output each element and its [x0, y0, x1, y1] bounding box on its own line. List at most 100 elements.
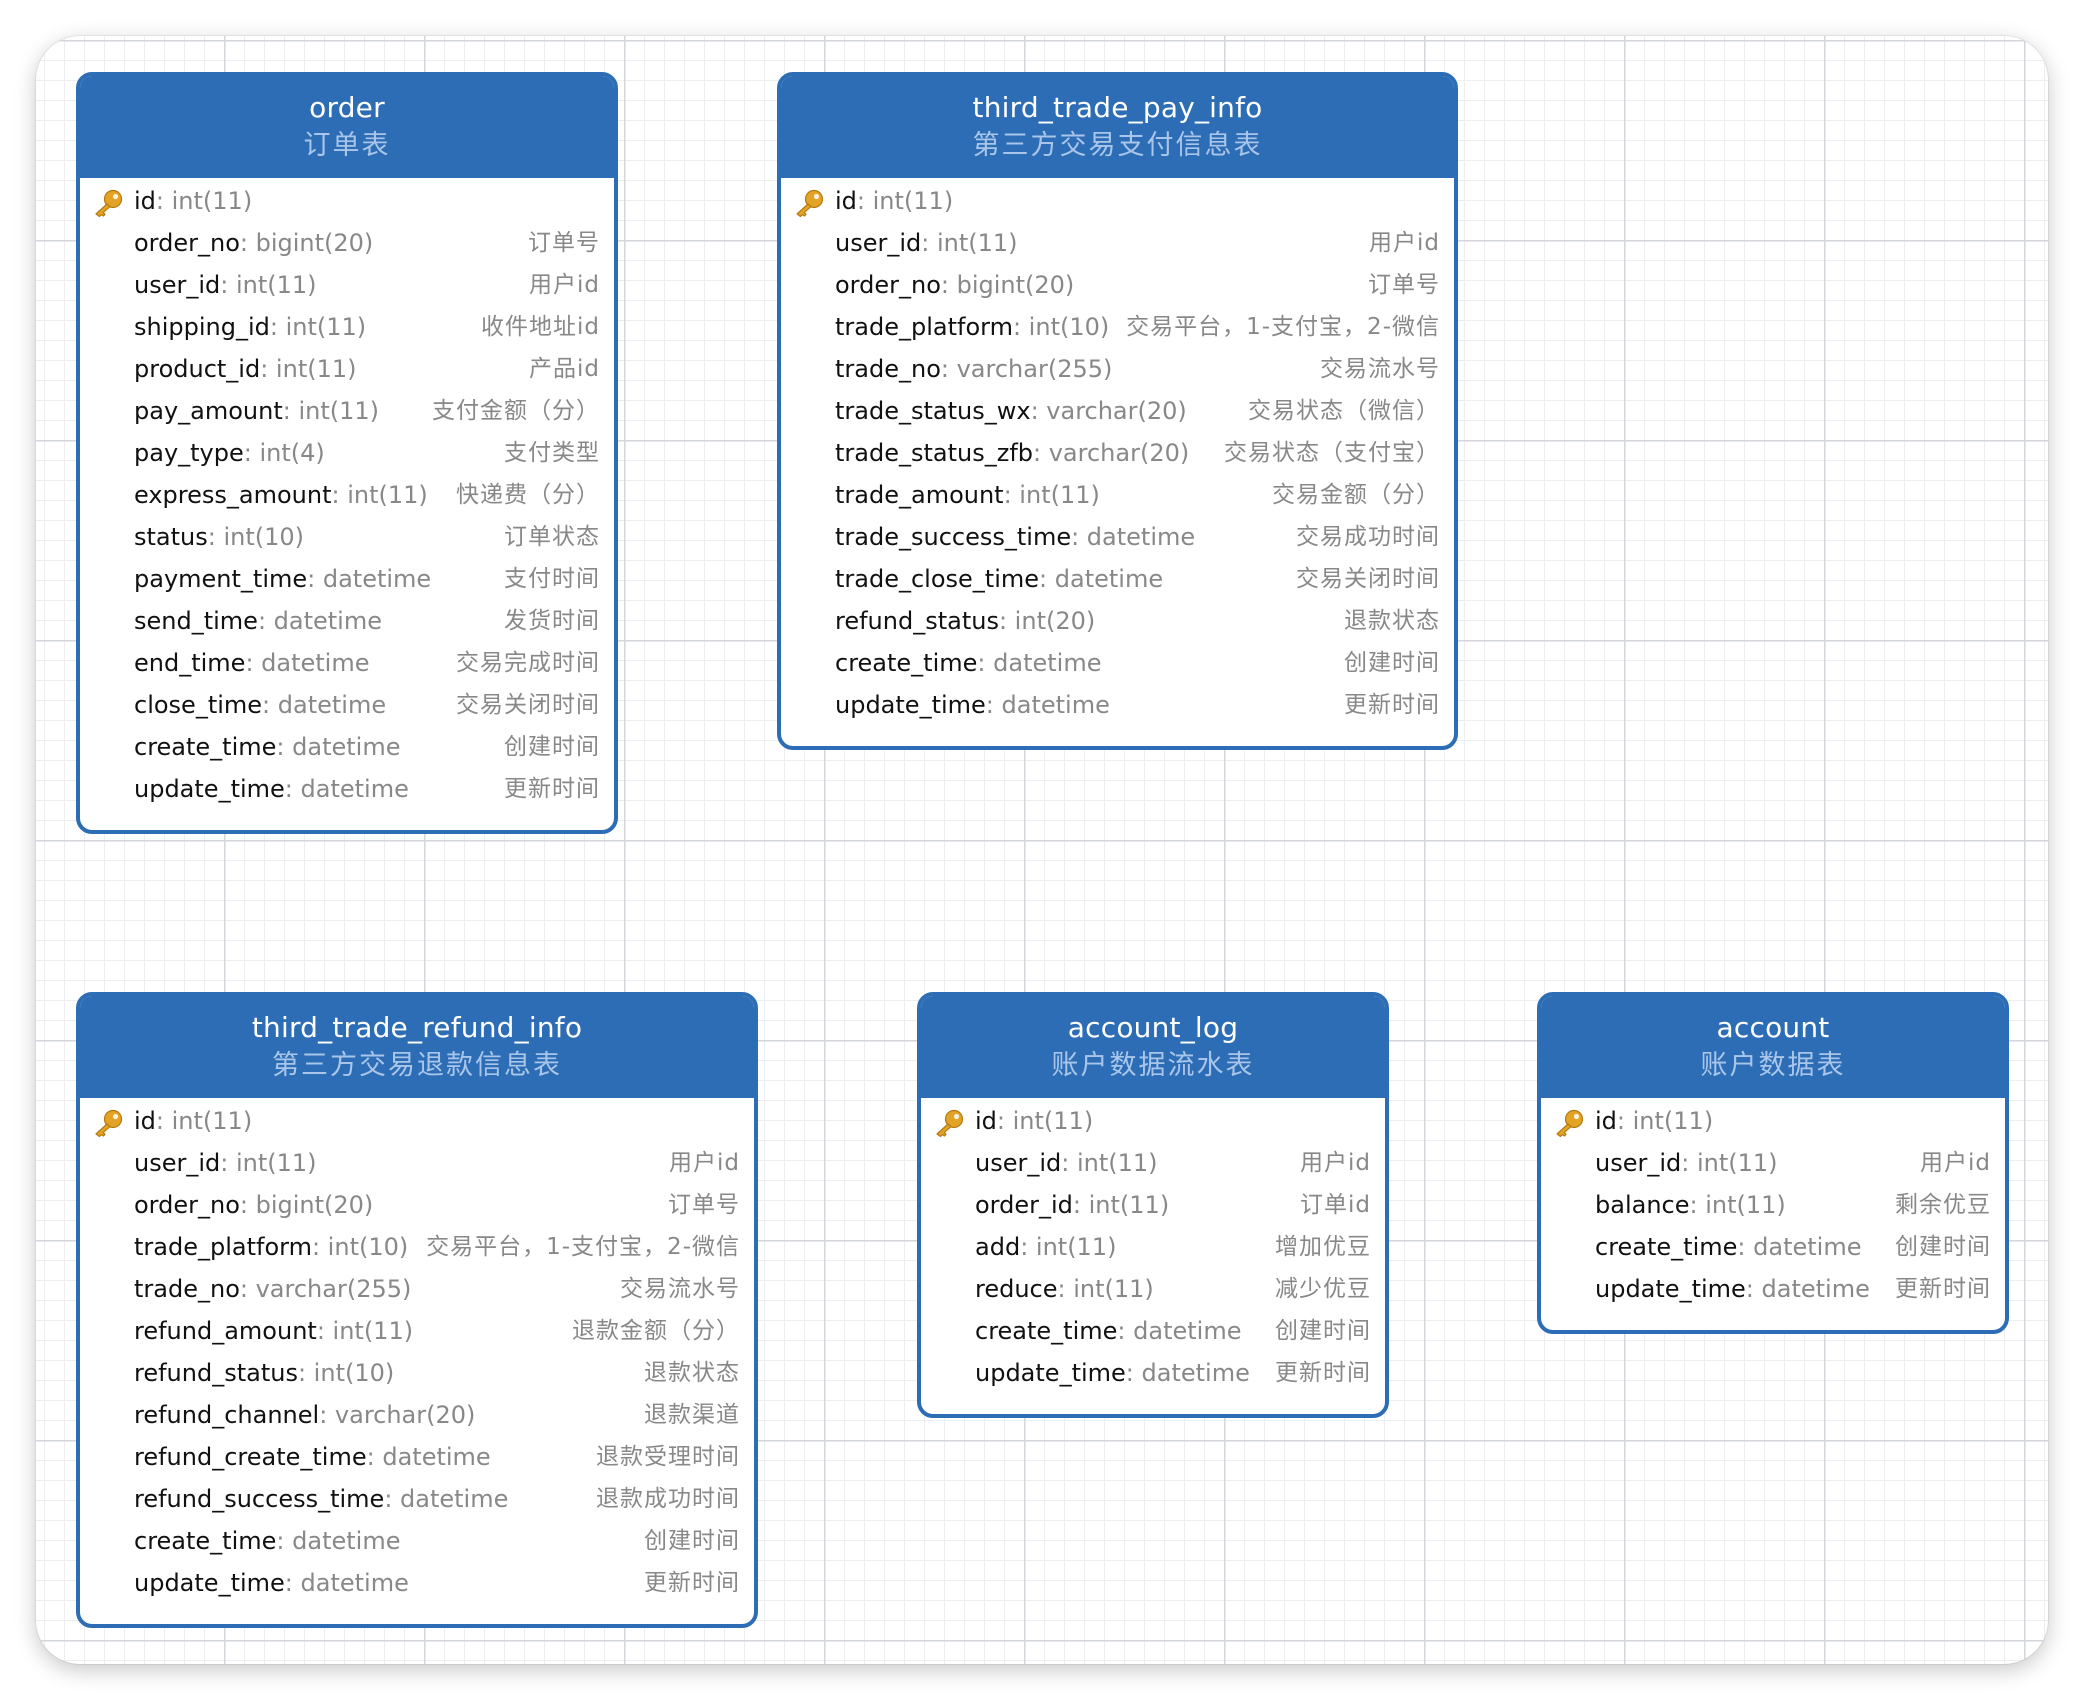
field-row[interactable]: user_id: int(11)用户id: [1541, 1142, 2005, 1184]
field-row[interactable]: id: int(11): [80, 180, 614, 222]
field-row[interactable]: reduce: int(11)减少优豆: [921, 1268, 1385, 1310]
field-comment: 交易平台，1-支付宝，2-微信: [426, 1234, 740, 1260]
field-row[interactable]: order_no: bigint(20)订单号: [781, 264, 1454, 306]
field-comment: 交易关闭时间: [1296, 566, 1440, 592]
field-name: create_time: [975, 1317, 1118, 1345]
field-name: create_time: [134, 733, 277, 761]
field-row[interactable]: balance: int(11)剩余优豆: [1541, 1184, 2005, 1226]
field-comment: 退款金额（分）: [572, 1318, 740, 1344]
field-row[interactable]: id: int(11): [1541, 1100, 2005, 1142]
field-row[interactable]: shipping_id: int(11)收件地址id: [80, 306, 614, 348]
field-name: trade_status_wx: [835, 397, 1031, 425]
field-row[interactable]: user_id: int(11)用户id: [781, 222, 1454, 264]
field-comment: 退款受理时间: [596, 1444, 740, 1470]
field-name: create_time: [134, 1527, 277, 1555]
field-row[interactable]: trade_platform: int(10)交易平台，1-支付宝，2-微信: [80, 1226, 754, 1268]
field-type: : varchar(20): [1033, 439, 1190, 467]
field-name: refund_channel: [134, 1401, 320, 1429]
field-name: create_time: [835, 649, 978, 677]
field-comment: 创建时间: [1895, 1234, 1991, 1260]
field-type: : varchar(20): [1030, 397, 1187, 425]
field-type: : int(10): [297, 1359, 395, 1387]
field-comment: 创建时间: [504, 734, 600, 760]
field-row[interactable]: product_id: int(11)产品id: [80, 348, 614, 390]
field-row[interactable]: trade_amount: int(11)交易金额（分）: [781, 474, 1454, 516]
field-name: refund_status: [835, 607, 999, 635]
field-row[interactable]: express_amount: int(11)快递费（分）: [80, 474, 614, 516]
field-comment: 增加优豆: [1275, 1234, 1371, 1260]
primary-key-icon: [1553, 1108, 1585, 1138]
field-row[interactable]: trade_no: varchar(255)交易流水号: [80, 1268, 754, 1310]
field-comment: 订单号: [1368, 272, 1440, 298]
field-row[interactable]: trade_no: varchar(255)交易流水号: [781, 348, 1454, 390]
field-comment: 退款状态: [1344, 608, 1440, 634]
field-type: : int(10): [207, 523, 305, 551]
field-name: trade_platform: [835, 313, 1013, 341]
field-row[interactable]: user_id: int(11)用户id: [80, 264, 614, 306]
field-name: trade_amount: [835, 481, 1004, 509]
field-row[interactable]: order_id: int(11)订单id: [921, 1184, 1385, 1226]
field-row[interactable]: user_id: int(11)用户id: [80, 1142, 754, 1184]
field-row[interactable]: refund_amount: int(11)退款金额（分）: [80, 1310, 754, 1352]
field-name: update_time: [134, 1569, 285, 1597]
field-name: user_id: [1595, 1149, 1682, 1177]
field-row[interactable]: refund_status: int(20) 退款状态: [781, 600, 1454, 642]
field-name: trade_status_zfb: [835, 439, 1034, 467]
field-row[interactable]: status: int(10)订单状态: [80, 516, 614, 558]
field-row[interactable]: refund_status: int(10)退款状态: [80, 1352, 754, 1394]
field-row[interactable]: order_no: bigint(20)订单号: [80, 1184, 754, 1226]
field-row[interactable]: refund_channel: varchar(20)退款渠道: [80, 1394, 754, 1436]
field-row[interactable]: pay_amount: int(11)支付金额（分）: [80, 390, 614, 432]
field-type: : int(20): [998, 607, 1096, 635]
table-title: third_trade_pay_info: [972, 91, 1263, 124]
field-name: trade_close_time: [835, 565, 1040, 593]
field-row[interactable]: user_id: int(11)用户id: [921, 1142, 1385, 1184]
field-type: : int(11): [1072, 1191, 1170, 1219]
field-comment: 交易平台，1-支付宝，2-微信: [1126, 314, 1440, 340]
field-comment: 交易金额（分）: [1272, 482, 1440, 508]
field-comment: 用户id: [1369, 230, 1440, 256]
field-row[interactable]: trade_status_wx: varchar(20)交易状态（微信）: [781, 390, 1454, 432]
field-row[interactable]: id: int(11): [781, 180, 1454, 222]
field-name: id: [835, 187, 857, 215]
field-row[interactable]: pay_type: int(4)支付类型: [80, 432, 614, 474]
field-row[interactable]: trade_status_zfb: varchar(20)交易状态（支付宝）: [781, 432, 1454, 474]
field-row[interactable]: trade_platform: int(10)交易平台，1-支付宝，2-微信: [781, 306, 1454, 348]
field-row[interactable]: id: int(11): [921, 1100, 1385, 1142]
field-row[interactable]: add: int(11)增加优豆: [921, 1226, 1385, 1268]
field-type: : bigint(20): [239, 229, 374, 257]
field-row[interactable]: order_no: bigint(20)订单号: [80, 222, 614, 264]
field-comment: 用户id: [1300, 1150, 1371, 1176]
field-row[interactable]: id: int(11): [80, 1100, 754, 1142]
field-name: refund_amount: [134, 1317, 317, 1345]
